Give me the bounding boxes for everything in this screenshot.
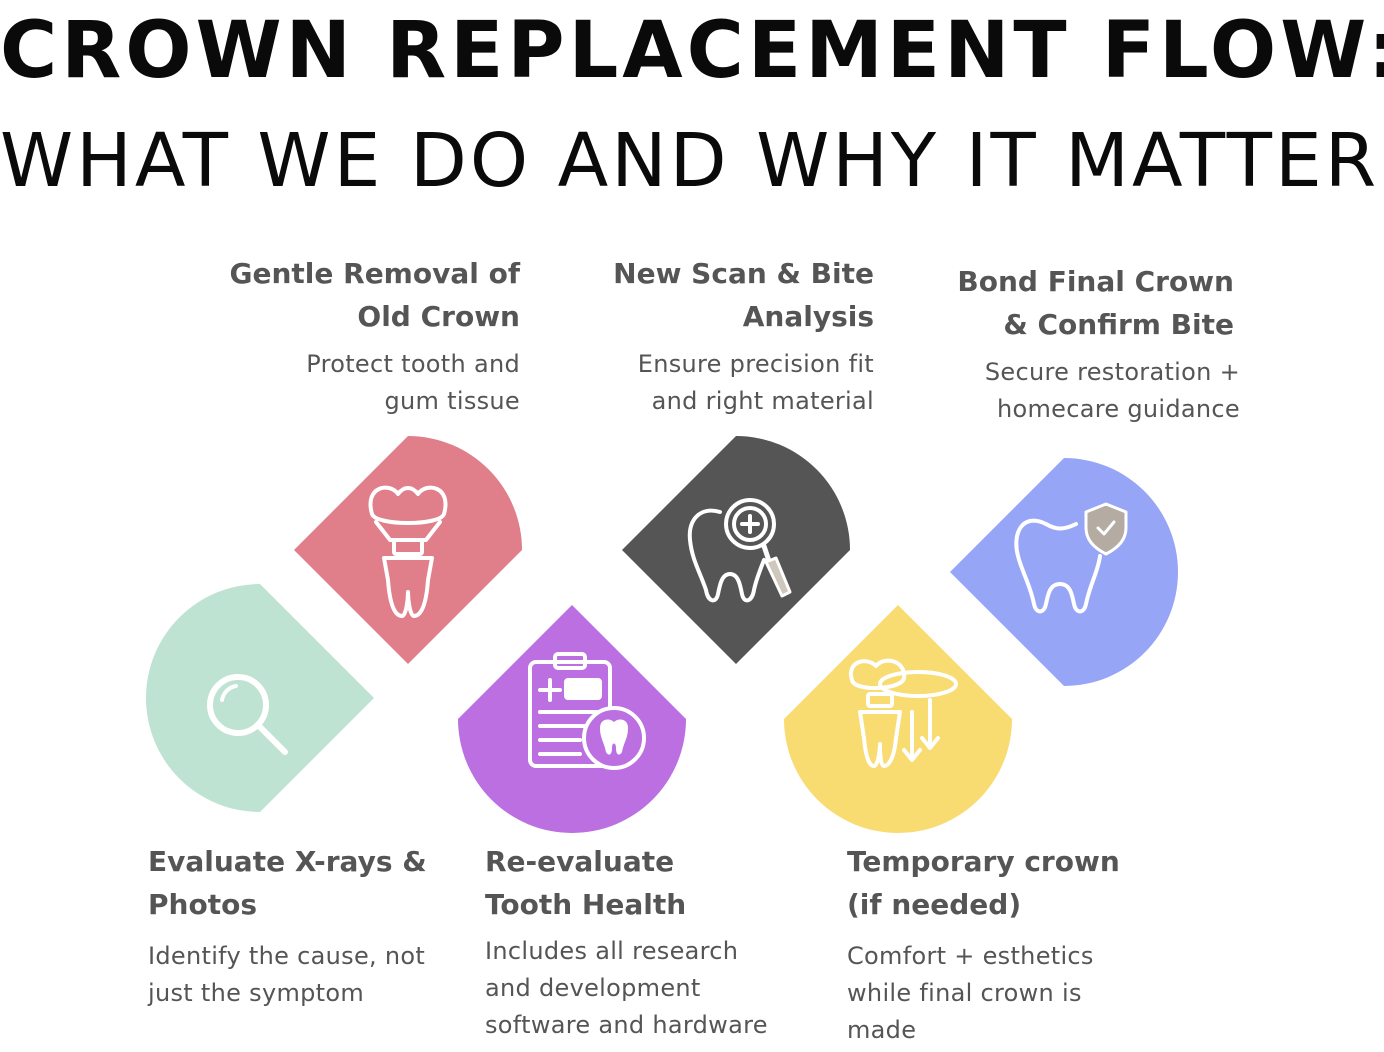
tooth-scan-icon [687,498,792,603]
step-1-shape [146,584,374,812]
crown-removal-icon [368,485,448,618]
step-6-shape [950,458,1178,686]
step-1-description: Identify the cause, not just the symptom [148,942,426,1007]
step-5-shape [784,605,1012,833]
step-5-heading: Temporary crown (if needed) [847,845,1120,921]
step-5-description: Comfort + esthetics while final crown is… [847,942,1094,1044]
tooth-shield-icon [1014,502,1128,614]
step-2-heading: Gentle Removal of Old Crown [229,257,521,333]
step-6-description: Secure restoration + homecare guidance [984,358,1240,423]
magnifier-icon [207,674,288,755]
step-4-heading: New Scan & Bite Analysis [613,257,874,333]
clipboard-tooth-icon [528,652,646,770]
page-subtitle: WHAT WE DO AND WHY IT MATTERS [0,118,1384,204]
step-1-heading: Evaluate X-rays & Photos [148,845,427,921]
step-3-drop [458,605,686,833]
page-title: CROWN REPLACEMENT FLOW: [0,6,1384,96]
step-3-heading: Re-evaluate Tooth Health [485,845,687,921]
step-6-heading: Bond Final Crown & Confirm Bite [957,265,1234,341]
step-2-shape [294,436,522,664]
temporary-crown-icon [848,658,958,768]
step-4-description: Ensure precision fit and right material [637,350,874,415]
step-3-shape [458,605,686,833]
step-4-drop [622,436,850,664]
step-2-drop [294,436,522,664]
step-2-description: Protect tooth and gum tissue [306,350,520,415]
step-4-shape [622,436,850,664]
step-1-drop [146,584,374,812]
step-6-drop [950,458,1178,686]
step-3-description: Includes all research and development so… [485,937,768,1039]
